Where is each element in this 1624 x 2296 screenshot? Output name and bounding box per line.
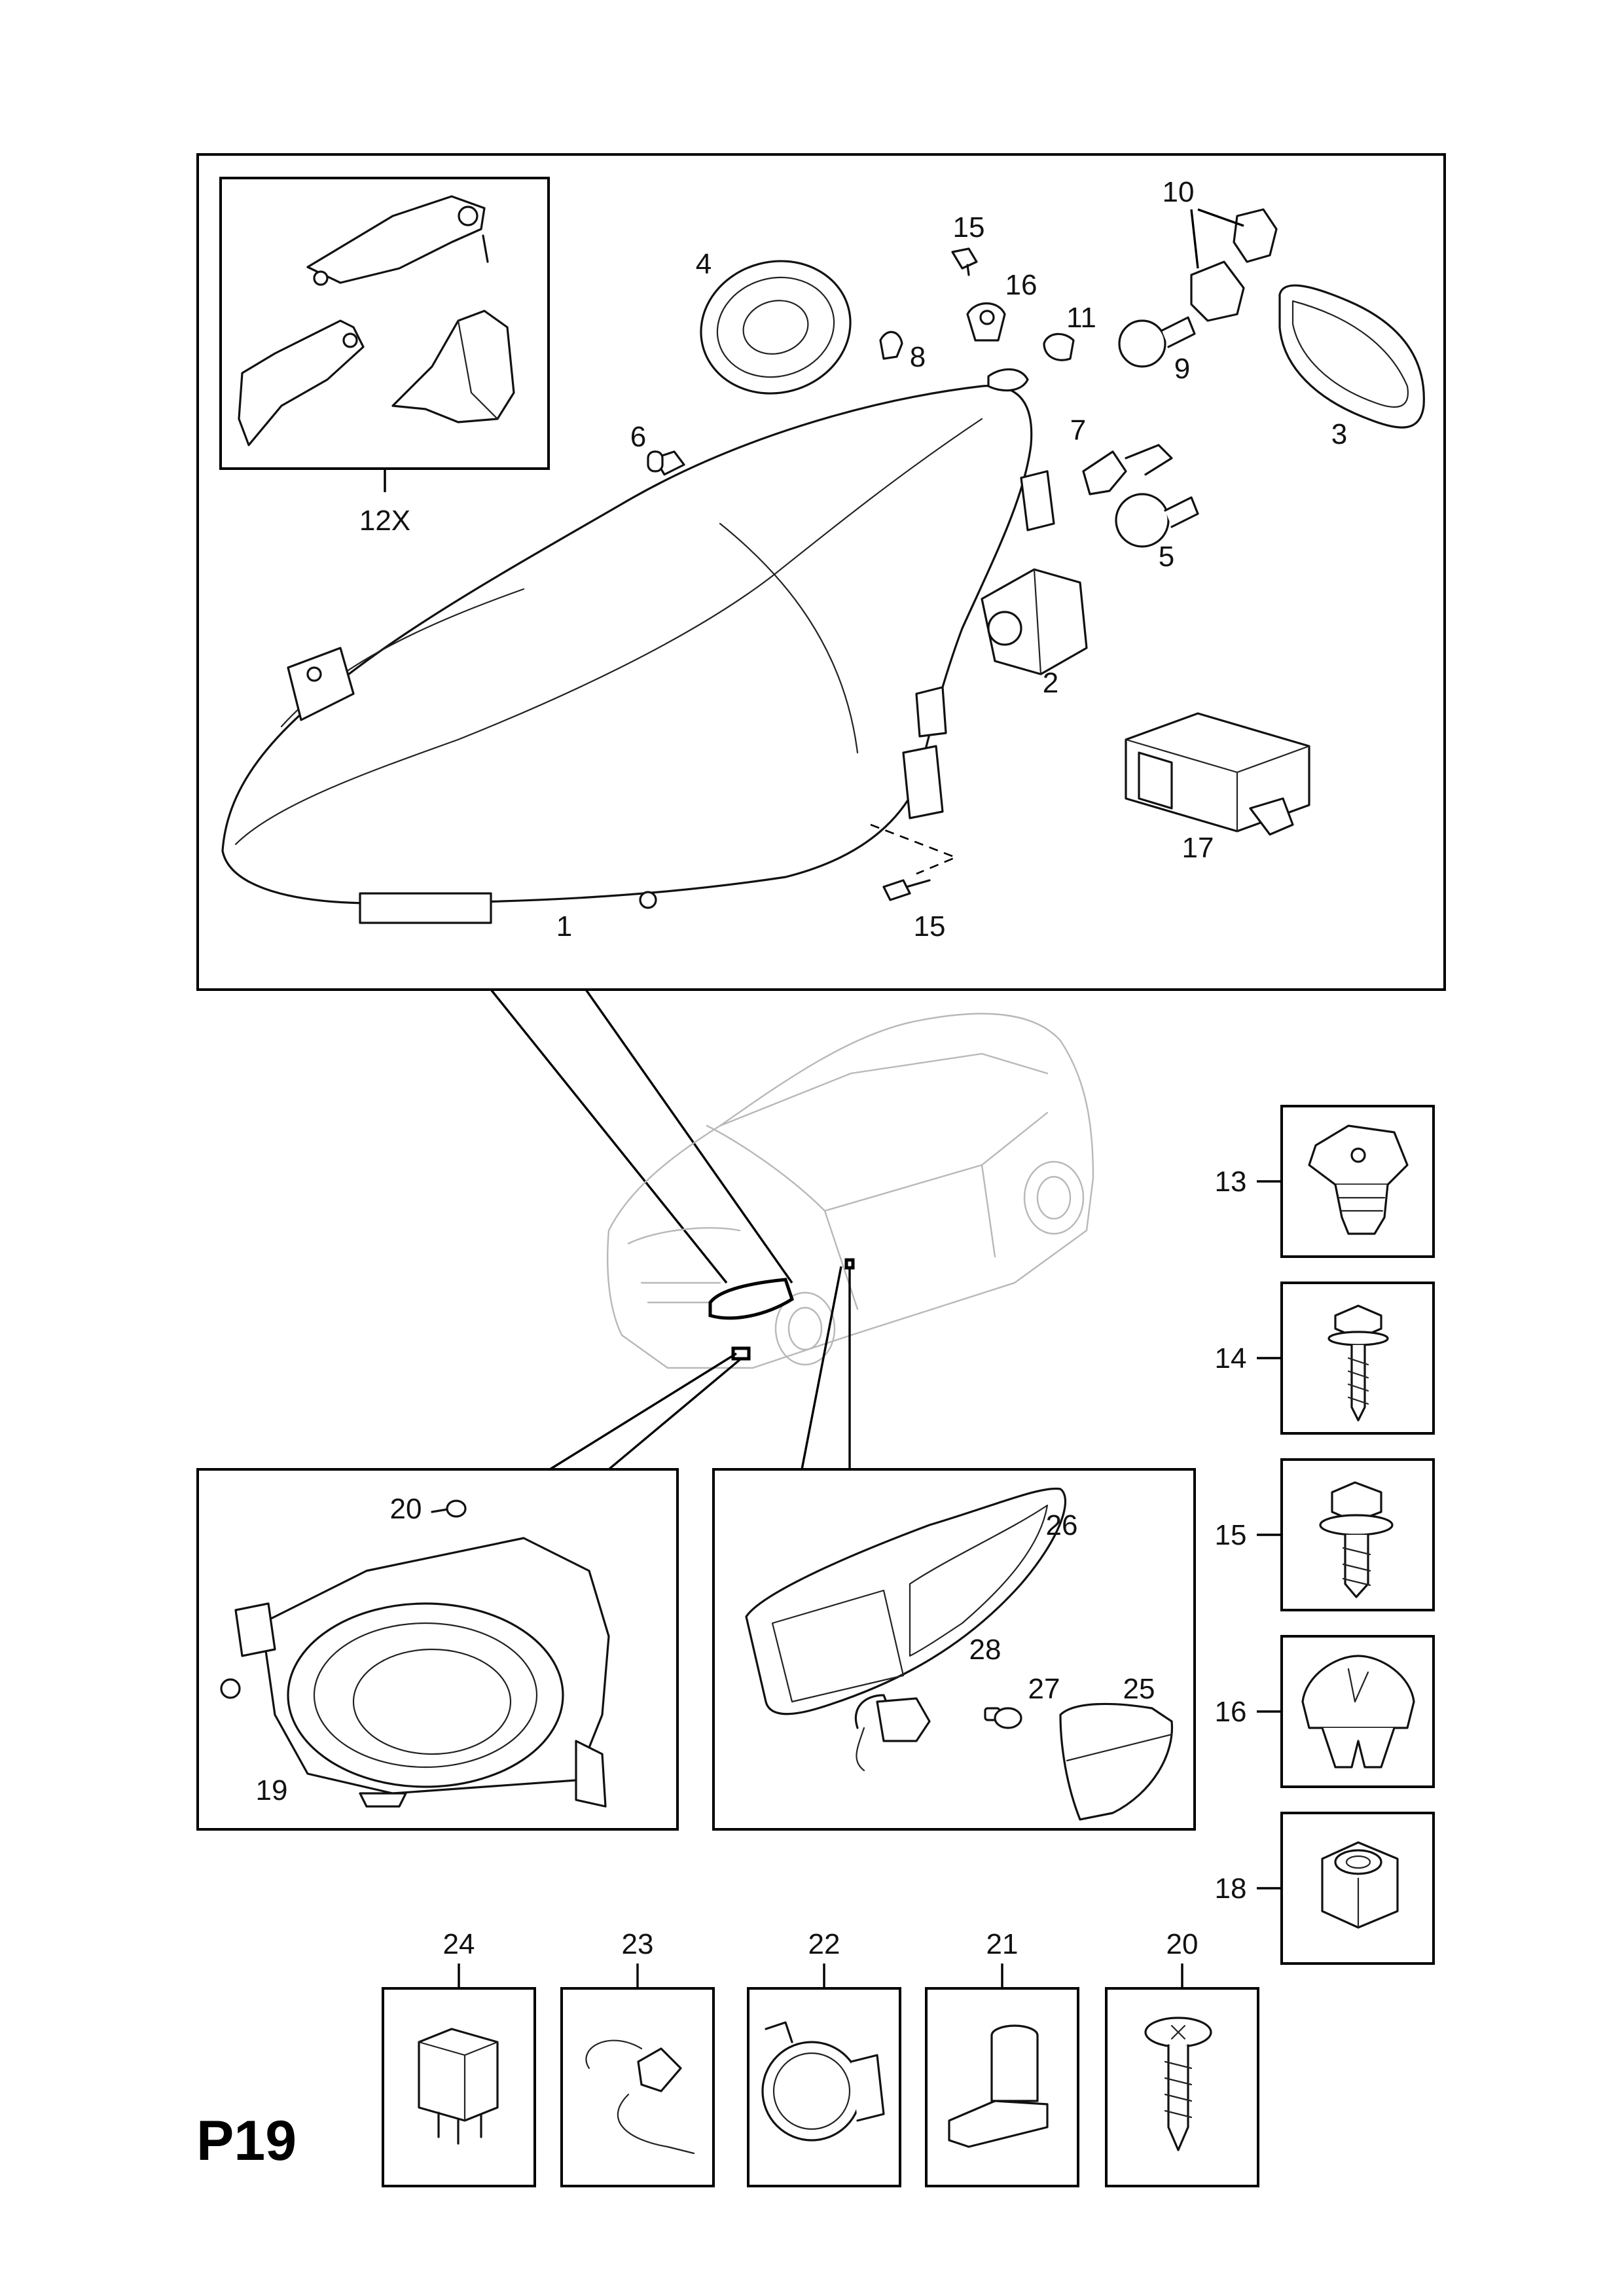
socket-2-drawing	[981, 568, 1088, 675]
bulb-9-drawing	[1118, 316, 1196, 368]
part-18-drawing	[1321, 1841, 1399, 1929]
cover-cap-4-drawing	[700, 260, 852, 395]
callout-26: 26	[1046, 1509, 1078, 1541]
right-column-parts: 13 14 15 16	[1215, 1105, 1435, 1965]
bottom-label-20: 20	[1166, 1928, 1199, 1960]
bulb-6-drawing	[647, 450, 685, 476]
callout-6: 6	[630, 421, 646, 453]
wiring-socket-28-drawing	[854, 1694, 931, 1772]
callout-25: 25	[1123, 1673, 1155, 1705]
part-24-relay-drawing	[418, 2028, 499, 2145]
screw-20-small-drawing	[431, 1499, 467, 1518]
part-14-drawing	[1327, 1304, 1389, 1422]
callout-9: 9	[1174, 353, 1190, 385]
part-13-drawing	[1308, 1124, 1409, 1235]
gasket-3-drawing	[1278, 284, 1425, 429]
headlamp-panel: 12X 1 15 4	[196, 153, 1446, 991]
bulb-holders-10-drawing	[1190, 208, 1278, 322]
part-11-drawing	[1043, 332, 1075, 361]
callout-10: 10	[1163, 176, 1195, 208]
bulb-7-drawing	[1082, 444, 1173, 495]
headlamp-assembly-drawing	[221, 368, 1055, 924]
screw-15-top-drawing	[951, 247, 978, 276]
right-label-15: 15	[1215, 1519, 1247, 1551]
fog-lamp-panel: 19 20	[196, 1468, 679, 1831]
screw-15-lower-drawing	[882, 879, 931, 901]
control-module-17-drawing	[1125, 712, 1310, 836]
fog-lamp-19-drawing	[220, 1537, 610, 1808]
callout-12x: 12X	[359, 505, 410, 537]
vehicle-location-drawing	[606, 1013, 1094, 1369]
bulb-8-drawing	[879, 331, 903, 360]
right-label-18: 18	[1215, 1873, 1247, 1905]
side-repeater-panel: 26 28 27 25	[712, 1468, 1196, 1831]
callout-1: 1	[556, 910, 572, 942]
part-20-screw-drawing	[1144, 2017, 1212, 2151]
repeater-lamp-25-drawing	[1059, 1702, 1174, 1821]
headlamp-to-vehicle-leaders	[490, 988, 793, 1284]
right-label-13: 13	[1215, 1166, 1247, 1198]
part-21-cap-drawing	[948, 2024, 1049, 2148]
callout-5: 5	[1159, 541, 1174, 573]
callout-19: 19	[256, 1774, 288, 1806]
part-23-box	[560, 1987, 715, 2187]
bottom-row-parts: 24 23 22 21	[382, 1928, 1259, 2187]
callout-10-leaders	[1190, 208, 1244, 269]
bottom-label-21: 21	[986, 1928, 1019, 1960]
callout-15-lower: 15	[914, 910, 946, 942]
callout-28: 28	[969, 1634, 1001, 1666]
callout-7: 7	[1070, 414, 1086, 446]
part-23-harness-drawing	[585, 2039, 695, 2155]
callout-17: 17	[1182, 832, 1214, 864]
callout-27: 27	[1028, 1673, 1060, 1705]
side-trim-26-drawing	[745, 1487, 1066, 1715]
part-15-drawing	[1319, 1481, 1394, 1598]
callout-20-fog: 20	[390, 1493, 422, 1525]
bracket-set-drawing	[238, 195, 515, 446]
part-16-drawing	[1301, 1655, 1415, 1768]
callout-16: 16	[1005, 269, 1038, 301]
callout-15-top: 15	[953, 211, 985, 243]
right-label-14: 14	[1215, 1342, 1247, 1374]
callout-3: 3	[1331, 418, 1347, 450]
bottom-label-22: 22	[808, 1928, 840, 1960]
right-label-16: 16	[1215, 1696, 1247, 1728]
part-22-foglamp-drawing	[761, 2021, 885, 2142]
callout-2: 2	[1043, 667, 1058, 699]
bottom-label-23: 23	[622, 1928, 654, 1960]
vehicle-to-fog-panel-leaders	[198, 1352, 742, 1471]
bulb-27-drawing	[984, 1707, 1022, 1729]
bulb-5-drawing	[1115, 493, 1199, 548]
vehicle-to-side-panel-leaders	[801, 1266, 851, 1470]
page-code: P19	[196, 2109, 297, 2172]
callout-11: 11	[1066, 302, 1096, 334]
callout-4: 4	[696, 248, 712, 280]
bottom-label-24: 24	[443, 1928, 475, 1960]
callout-8: 8	[910, 341, 926, 373]
clip-16-drawing	[966, 302, 1006, 342]
